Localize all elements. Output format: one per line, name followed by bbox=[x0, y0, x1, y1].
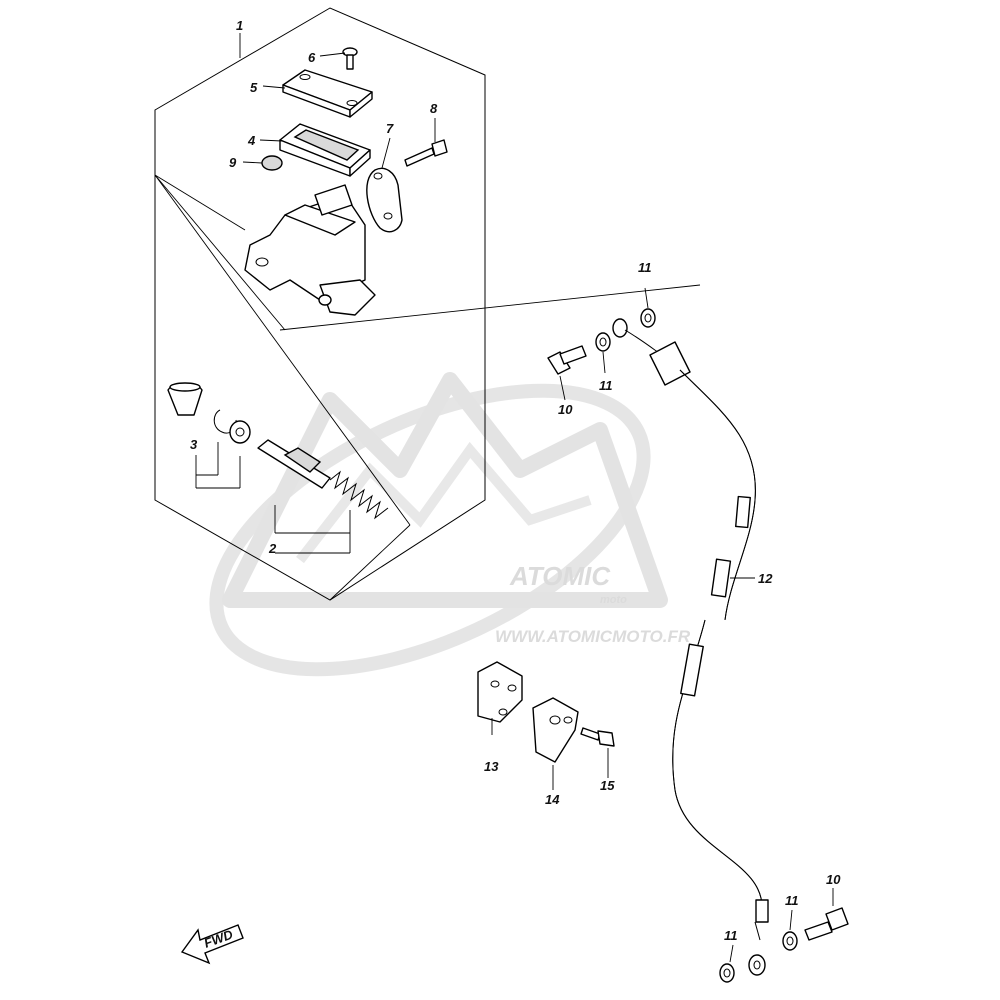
callout-14: 14 bbox=[545, 792, 560, 807]
callout-3: 3 bbox=[190, 437, 198, 452]
brake-hose-part-12 bbox=[612, 318, 769, 976]
callout-6: 6 bbox=[308, 50, 316, 65]
bolt-part-8 bbox=[404, 139, 448, 167]
banjo-bolt-part-10-top bbox=[547, 345, 587, 375]
master-cylinder-body bbox=[244, 184, 376, 316]
piston-part-2 bbox=[257, 439, 331, 489]
callout-8: 8 bbox=[430, 101, 438, 116]
banjo-bolt-part-10-bottom bbox=[804, 907, 849, 941]
washer-part-3 bbox=[229, 420, 251, 444]
watermark-brand-sub: moto bbox=[600, 594, 627, 606]
washer-part-11-b bbox=[640, 308, 656, 328]
callout-12: 12 bbox=[758, 571, 773, 586]
spring-part-2 bbox=[329, 470, 389, 520]
callout-1: 1 bbox=[236, 18, 243, 33]
callout-15: 15 bbox=[600, 778, 615, 793]
callout-5: 5 bbox=[250, 80, 258, 95]
callout-9: 9 bbox=[229, 155, 237, 170]
washer-part-11-a bbox=[595, 332, 611, 352]
watermark-url: WWW.ATOMICMOTO.FR bbox=[495, 627, 691, 646]
diaphragm-part-4 bbox=[279, 123, 371, 177]
screw-part-6 bbox=[342, 47, 358, 70]
bolt-part-15 bbox=[580, 727, 615, 747]
assembly-outline bbox=[154, 7, 701, 601]
callout-7: 7 bbox=[386, 121, 394, 136]
clamp-part-7 bbox=[366, 167, 403, 233]
callout-11-c: 11 bbox=[724, 928, 738, 943]
hose-guide-part-14 bbox=[532, 697, 579, 763]
callout-11-a: 11 bbox=[638, 260, 652, 275]
watermark-logo: ATOMIC moto WWW.ATOMICMOTO.FR bbox=[209, 372, 691, 677]
washer-part-11-d bbox=[782, 931, 798, 951]
callout-11-b: 11 bbox=[599, 378, 613, 393]
callout-2: 2 bbox=[268, 541, 277, 556]
watermark-brand: ATOMIC bbox=[509, 561, 611, 591]
callout-10-bottom: 10 bbox=[826, 872, 841, 887]
washer-part-11-c bbox=[719, 963, 735, 983]
plate-part-9 bbox=[261, 155, 283, 171]
callouts: 1 2 3 4 5 6 7 8 9 10 10 11 11 11 11 12 1… bbox=[190, 18, 841, 943]
leader-lines bbox=[195, 33, 834, 963]
callout-10-top: 10 bbox=[558, 402, 573, 417]
fwd-arrow-icon: FWD bbox=[180, 924, 244, 965]
hose-guide-part-13 bbox=[477, 661, 523, 723]
callout-13: 13 bbox=[484, 759, 499, 774]
callout-11-d: 11 bbox=[785, 893, 799, 908]
piston-cup-part-3 bbox=[167, 382, 203, 416]
callout-4: 4 bbox=[247, 133, 256, 148]
reservoir-cap-part-5 bbox=[282, 69, 373, 118]
